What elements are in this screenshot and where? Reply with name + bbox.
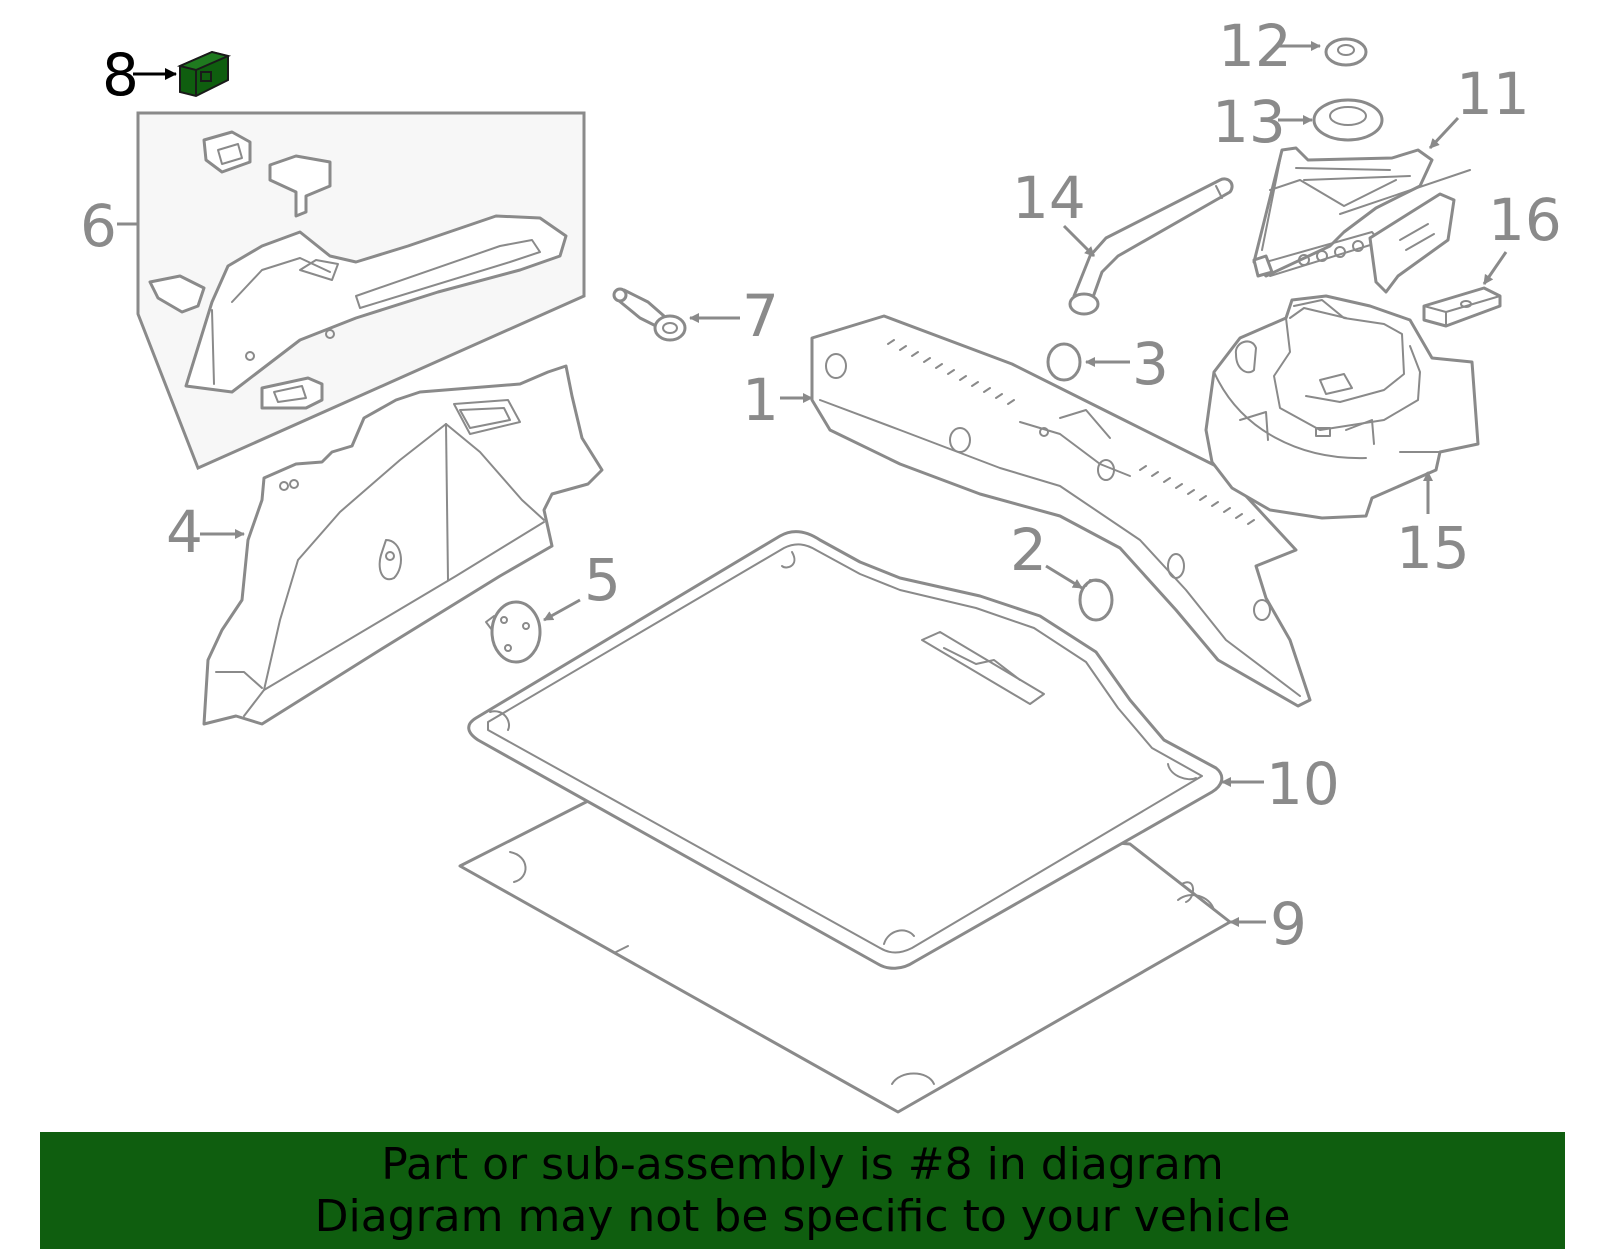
leader-5: [543, 598, 581, 622]
callout-15[interactable]: 15: [1396, 514, 1470, 582]
part-1-ribs: [887, 339, 1255, 525]
callout-11[interactable]: 11: [1456, 60, 1530, 128]
banner-line-2: Diagram may not be specific to your vehi…: [314, 1190, 1291, 1242]
banner-line-1: Part or sub-assembly is #8 in diagram: [381, 1138, 1224, 1190]
part-15-foam-tray[interactable]: [1204, 294, 1480, 520]
callout-8[interactable]: 8: [102, 41, 139, 109]
part-1-sill-trim[interactable]: [810, 314, 1312, 708]
callout-9[interactable]: 9: [1270, 890, 1307, 958]
part-7-bolt[interactable]: [612, 287, 687, 342]
leader-14: [1062, 224, 1096, 258]
leader-2: [1045, 564, 1083, 590]
leader-16: [1482, 251, 1508, 285]
callout-2[interactable]: 2: [1010, 516, 1047, 584]
notice-banner: Part or sub-assembly is #8 in diagram Di…: [40, 1132, 1565, 1249]
callout-3[interactable]: 3: [1132, 330, 1169, 398]
part-11-jack[interactable]: [1252, 146, 1471, 294]
part-4-side-trim[interactable]: [202, 364, 604, 726]
part-16-pad[interactable]: [1422, 286, 1502, 328]
callout-13[interactable]: 13: [1212, 88, 1286, 156]
part-13-pad[interactable]: [1312, 98, 1384, 142]
callout-6[interactable]: 6: [80, 192, 117, 260]
part-14-tool[interactable]: [1068, 177, 1234, 316]
callout-7[interactable]: 7: [742, 282, 779, 350]
callout-4[interactable]: 4: [166, 498, 203, 566]
callout-16[interactable]: 16: [1488, 186, 1562, 254]
part-3-grommet[interactable]: [1046, 342, 1082, 382]
callout-12[interactable]: 12: [1218, 12, 1292, 80]
leader-11: [1428, 116, 1460, 150]
part-2-plug[interactable]: [1078, 578, 1114, 622]
part-5-clip[interactable]: [485, 600, 542, 664]
part-10-trunk-mat[interactable]: [467, 530, 1224, 970]
callout-10[interactable]: 10: [1266, 750, 1340, 818]
callout-14[interactable]: 14: [1012, 164, 1086, 232]
callout-5[interactable]: 5: [584, 546, 621, 614]
part-8-clip[interactable]: [176, 50, 232, 98]
part-12-washer[interactable]: [1324, 37, 1368, 67]
part-6-assembly[interactable]: [136, 111, 586, 471]
callout-1[interactable]: 1: [742, 366, 779, 434]
